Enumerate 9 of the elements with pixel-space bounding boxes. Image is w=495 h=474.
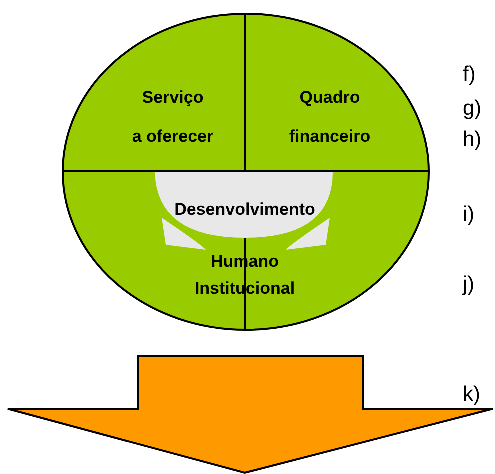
quadrant-label: Desenvolvimento: [174, 199, 316, 221]
quadrant-label: Quadro financeiro: [288, 87, 372, 148]
quadrant-label: Serviço a oferecer: [131, 87, 215, 148]
list-letter: h): [463, 129, 482, 151]
list-letter: g): [463, 98, 482, 120]
list-letter: k): [463, 384, 480, 406]
list-letter: f): [463, 64, 476, 86]
list-letter: i): [463, 204, 475, 226]
list-letter: j): [463, 274, 475, 296]
